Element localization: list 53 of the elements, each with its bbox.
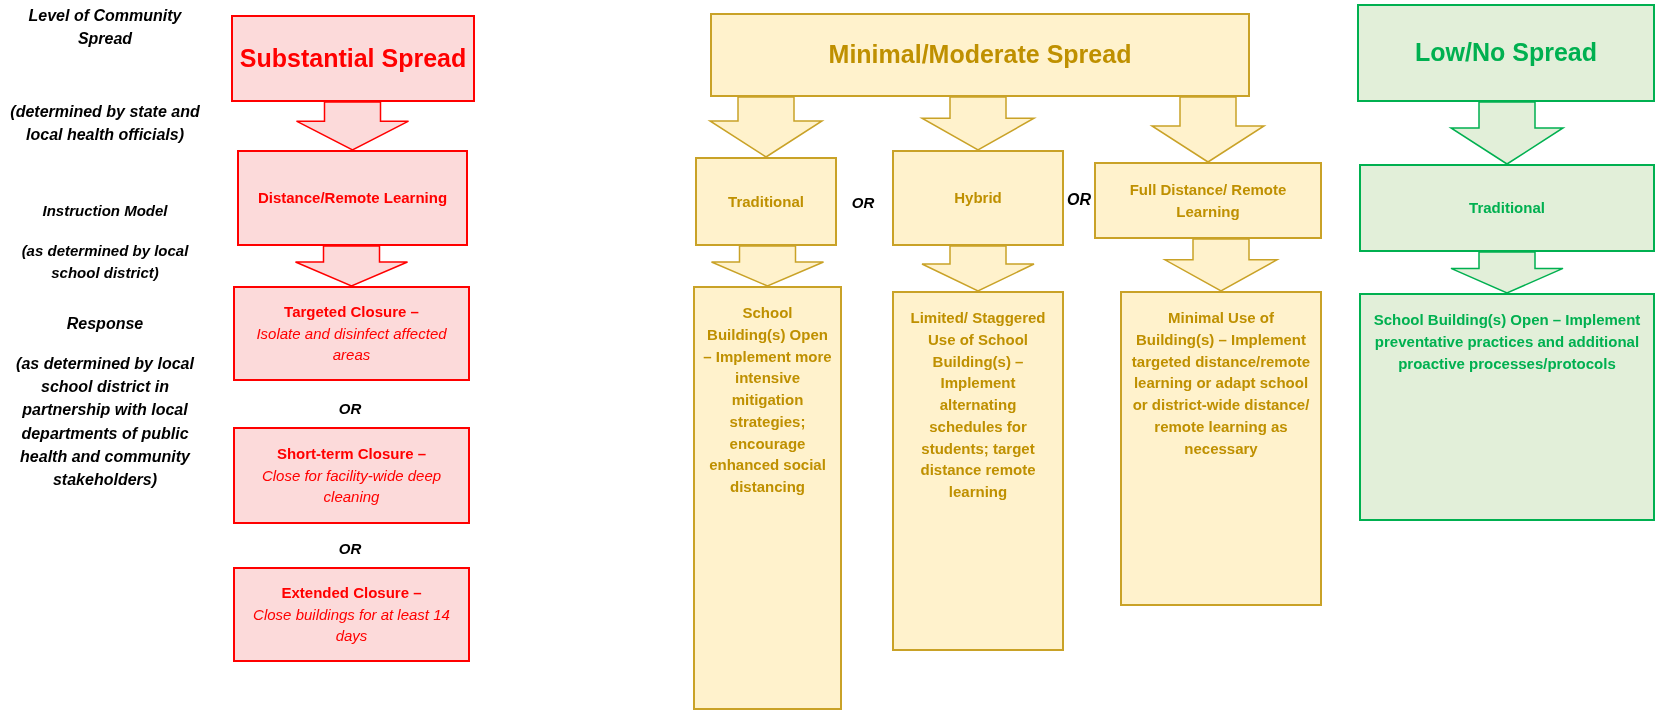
row-heading: (as determined by local school district in partnership with local departments of public health and community stakeholders)	[15, 354, 196, 490]
block-arrow	[1448, 101, 1566, 165]
step-text: Minimal Use of Building(s) – Implement targeted distance/remote learning or adapt school or district-wide distance/ remote learning as necessary	[1130, 308, 1312, 459]
step-box	[1094, 162, 1322, 239]
step-text: Distance/Remote Learning	[257, 188, 448, 209]
step-text: Traditional	[728, 191, 804, 212]
block-arrow	[1450, 251, 1564, 294]
step-box	[1359, 293, 1655, 521]
block-arrow	[1162, 238, 1280, 292]
row-note: (as determined by local school district)	[20, 241, 190, 283]
or-label: OR	[850, 193, 876, 213]
row-heading: Response	[65, 314, 145, 334]
block-arrow	[921, 245, 1035, 292]
heading-box	[710, 13, 1250, 97]
step-text: Targeted Closure –	[284, 301, 419, 322]
row-heading: (determined by state and local health officials)	[9, 102, 201, 146]
step-box	[237, 150, 468, 246]
step-box	[695, 157, 837, 246]
detail-text: Close for facility-wide deep cleaning	[260, 465, 443, 508]
heading-text: Minimal/Moderate Spread	[828, 39, 1132, 71]
step-text: School Building(s) Open – Implement preventative practices and additional proactive processes/protocols	[1372, 310, 1642, 374]
heading-text: Low/No Spread	[1415, 37, 1597, 69]
row-note: Instruction Model	[41, 201, 169, 221]
block-arrow	[295, 101, 410, 151]
step-box	[1120, 291, 1322, 606]
step-text: Limited/ Staggered Use of School Building(s) – Implement alternating schedules for students; target distance remote learning	[909, 308, 1047, 502]
block-arrow	[294, 245, 409, 287]
detail-text: Close buildings for at least 14 days	[252, 604, 451, 647]
step-box	[233, 567, 470, 662]
row-heading: Level of Community Spread	[27, 6, 183, 50]
block-arrow	[710, 245, 825, 287]
heading-text: Substantial Spread	[239, 42, 467, 74]
step-text: Full Distance/ Remote Learning	[1128, 179, 1288, 222]
step-box	[693, 286, 842, 710]
step-box	[233, 286, 470, 381]
or-label: OR	[337, 539, 363, 559]
block-arrow	[919, 96, 1037, 151]
detail-text: Isolate and disinfect affected areas	[255, 323, 448, 366]
heading-box	[231, 15, 475, 102]
heading-box	[1357, 4, 1655, 102]
step-text: Traditional	[1469, 198, 1545, 219]
step-box	[1359, 164, 1655, 252]
block-arrow	[1149, 96, 1267, 163]
step-text: School Building(s) Open – Implement more intensive mitigation strategies; encourage enhanced social distancing	[703, 303, 832, 497]
step-text: Hybrid	[954, 188, 1002, 209]
block-arrow	[707, 96, 825, 158]
step-box	[892, 150, 1064, 246]
step-text: Extended Closure –	[281, 582, 422, 603]
step-text: Short-term Closure –	[276, 443, 427, 464]
or-label: OR	[337, 399, 363, 419]
step-box	[233, 427, 470, 524]
or-label: OR	[1066, 190, 1092, 210]
step-box	[892, 291, 1064, 651]
